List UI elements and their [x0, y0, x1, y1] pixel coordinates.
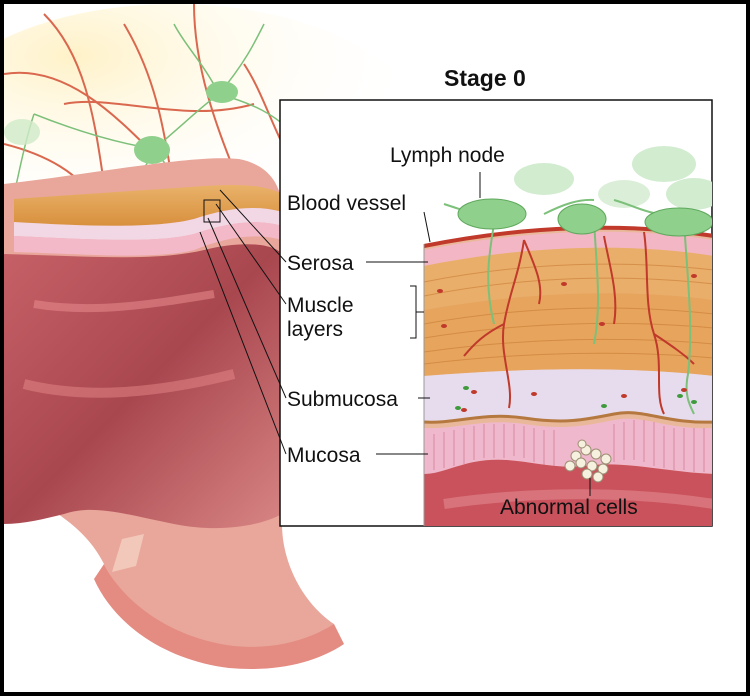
label-mucosa: Mucosa	[287, 444, 361, 467]
colon-wall-submucosa-edge	[14, 208, 282, 240]
diagram-title: Stage 0	[444, 65, 526, 91]
lumen-fold	[22, 369, 236, 398]
muscularis-mucosae	[423, 411, 712, 424]
colon-wall-mucosa-edge	[14, 222, 282, 256]
red-dots	[437, 274, 697, 412]
submucosa-layer	[424, 369, 712, 423]
leader-lines	[199, 172, 591, 496]
lumen-fold	[33, 290, 215, 313]
callout-box	[203, 199, 221, 223]
muscle-fibers	[423, 263, 712, 365]
mucosa-crypts	[433, 420, 705, 472]
label-muscle-layers: Muscle layers	[287, 294, 354, 342]
inset-panel	[279, 99, 713, 527]
label-submucosa: Submucosa	[287, 388, 398, 411]
label-blood-vessel: Blood vessel	[287, 192, 407, 215]
faint-lymph-node	[598, 180, 650, 208]
colon-cut-face	[112, 534, 144, 572]
label-serosa: Serosa	[287, 252, 354, 275]
label-muscle-layers-line1: Muscle	[287, 294, 354, 317]
colon-wall-cut-edge	[14, 184, 282, 227]
penetrating-lymph-vessels	[443, 198, 695, 415]
label-abnormal-cells: Abnormal cells	[500, 496, 638, 519]
faint-lymph-node	[514, 163, 574, 195]
background-lymph-node	[4, 119, 40, 145]
abnormal-cells-cluster	[564, 439, 612, 483]
colon-bottom-ring	[94, 564, 344, 669]
illustration	[4, 4, 713, 669]
penetrating-blood-vessels	[463, 231, 695, 415]
background-lymph-node	[134, 136, 170, 164]
background-lymph-node	[206, 81, 238, 103]
lymph-nodes	[457, 198, 712, 237]
green-dots	[455, 386, 697, 410]
serosa-layer	[424, 231, 712, 266]
inset-lumen-highlight	[443, 489, 712, 509]
mucosa-layer	[424, 418, 712, 474]
inner-muscle-layer	[424, 293, 712, 376]
label-lymph-node: Lymph node	[390, 144, 505, 167]
label-muscle-layers-line2: layers	[287, 318, 344, 341]
faint-lymph-node	[632, 146, 696, 182]
faint-lymph-node	[666, 178, 712, 210]
